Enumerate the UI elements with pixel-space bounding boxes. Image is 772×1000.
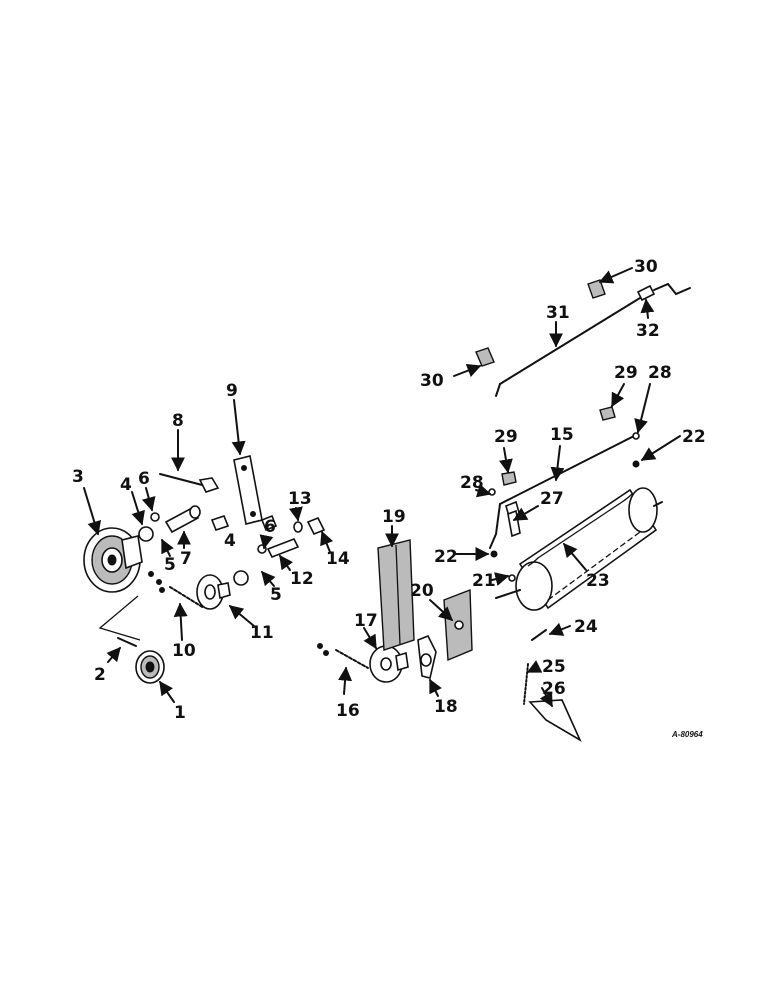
part-8-rod [159,473,220,493]
callout-30b: 30 [634,257,658,277]
callout-4: 4 [120,475,132,495]
part-12-shaft [266,537,300,559]
callout-11: 11 [250,623,274,643]
part-13-ring [293,521,303,533]
callout-1: 1 [174,703,186,723]
callout-labels: 1 2 3 4 5 6 7 8 9 10 11 4 5 6 12 13 14 1… [72,257,706,739]
callout-23: 23 [586,571,610,591]
callout-21: 21 [472,571,496,591]
part-22-nut [632,460,640,468]
callout-2: 2 [94,665,106,685]
callout-15: 15 [550,425,574,445]
callout-31: 31 [546,303,570,323]
callout-30: 30 [420,371,444,391]
callout-26: 26 [542,679,566,699]
callout-25: 25 [542,657,566,677]
callout-3: 3 [72,467,84,487]
part-32-coupling [636,284,656,302]
part-28-end [632,432,640,440]
callout-12: 12 [290,569,314,589]
leader-lines [83,267,681,708]
part-7-shaft [164,505,201,534]
part-1-small-pulley [135,650,165,684]
callout-19: 19 [382,507,406,527]
part-6-ring [150,512,160,522]
callout-28: 28 [460,473,484,493]
callout-20: 20 [410,581,434,601]
part-10-chain [148,571,205,609]
callout-18: 18 [434,697,458,717]
callout-16: 16 [336,701,360,721]
callout-9: 9 [226,381,238,401]
callout-28b: 28 [648,363,672,383]
part-24-link [531,629,547,641]
callout-14: 14 [326,549,350,569]
part-11-sprocket [196,574,231,610]
part-4-bushing [233,570,249,586]
callout-5b: 5 [270,585,282,605]
callout-10: 10 [172,641,196,661]
callout-13: 13 [288,489,312,509]
part-9-bracket [210,455,278,532]
part-20-plate [443,588,473,662]
part-3-large-pulley [83,527,143,593]
part-19-shield [377,539,415,651]
part-23-roller [495,487,663,611]
part-16-chain [317,643,369,669]
callout-29b: 29 [614,363,638,383]
callout-6b: 6 [264,517,276,537]
part-29-bracket [501,471,517,486]
part-4-bushing [138,526,154,542]
callout-24: 24 [574,617,598,637]
callout-22b: 22 [682,427,706,447]
callout-5: 5 [164,555,176,575]
callout-27: 27 [540,489,564,509]
callout-7: 7 [180,549,192,569]
part-30-bracket [475,347,495,367]
part-25-spring [523,663,529,705]
callout-4b: 4 [224,531,236,551]
callout-32: 32 [636,321,660,341]
part-29-bracket [599,406,616,421]
part-22-nut [490,550,498,558]
callout-17: 17 [354,611,378,631]
callout-29: 29 [494,427,518,447]
callout-8: 8 [172,411,184,431]
part-30-bracket [587,279,606,299]
callout-6: 6 [138,469,150,489]
part-18-clutch [417,634,437,679]
part-17-sprocket [369,645,409,683]
part-26-plate [528,699,582,742]
callout-22: 22 [434,547,458,567]
part-31-shaft [495,282,691,397]
belt [98,595,141,641]
part-21-washer [508,574,516,582]
part-14-bushing [306,516,326,536]
drawing-code: A-80964 [671,730,703,739]
part-2-key [117,637,137,647]
